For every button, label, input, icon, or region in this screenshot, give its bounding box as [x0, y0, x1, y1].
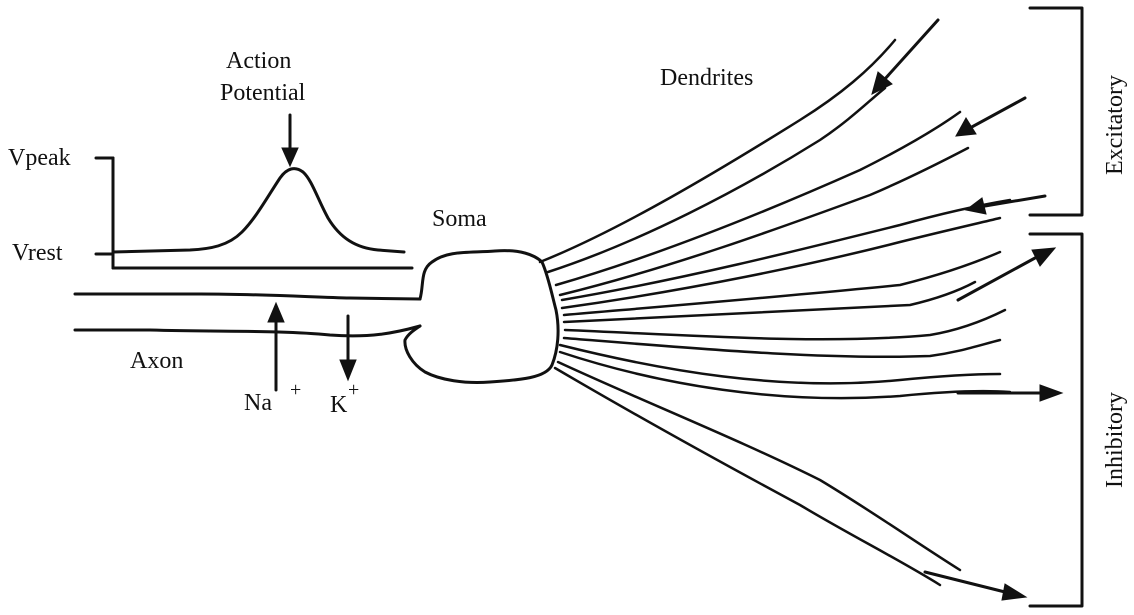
excitatory-arrow-2-shaft	[970, 98, 1025, 128]
sodium-ion-flow	[268, 303, 284, 390]
action-potential-label-line1: Action	[226, 48, 291, 74]
inhibitory-bracket-line	[1030, 234, 1082, 606]
vpeak-label: Vpeak	[8, 145, 71, 171]
excitatory-arrow-3-shaft	[985, 196, 1045, 206]
dendrite-6a	[560, 345, 1000, 383]
dendrites	[540, 40, 1010, 585]
action-potential-label-line2: Potential	[220, 80, 306, 106]
axon	[75, 294, 420, 336]
potassium-ion-flow	[340, 316, 356, 380]
na-label: Na	[244, 390, 272, 416]
inhibitory-arrow-1-head	[1032, 248, 1055, 266]
axon-lower-membrane	[75, 326, 420, 336]
k-arrowhead	[340, 360, 356, 380]
k-label: K	[330, 392, 348, 418]
k-superscript: +	[348, 379, 359, 401]
action-potential-arrowhead	[282, 148, 298, 166]
inhibitory-bracket	[1030, 234, 1082, 606]
inhibitory-label: Inhibitory	[1102, 392, 1128, 488]
action-potential-waveform	[113, 169, 404, 252]
excitatory-bracket	[1030, 8, 1082, 215]
axon-upper-membrane	[75, 294, 420, 299]
action-potential-graph	[96, 115, 412, 268]
dendrite-5a	[565, 310, 1005, 339]
axon-label: Axon	[130, 348, 183, 374]
dendrite-5b	[564, 338, 1000, 357]
vrest-label: Vrest	[12, 240, 63, 266]
excitatory-arrow-3-head	[966, 198, 986, 214]
dendrite-7b	[555, 368, 940, 585]
dendrites-label: Dendrites	[660, 65, 753, 91]
synaptic-arrows	[872, 20, 1062, 600]
excitatory-label: Excitatory	[1102, 75, 1128, 175]
na-arrowhead	[268, 303, 284, 322]
excitatory-arrow-1-shaft	[884, 20, 938, 80]
soma-body	[405, 251, 558, 383]
inhibitory-arrow-3-head	[1002, 584, 1026, 600]
na-superscript: +	[290, 379, 301, 401]
excitatory-bracket-line	[1030, 8, 1082, 215]
dendrite-3a	[562, 200, 1010, 300]
inhibitory-arrow-2-head	[1040, 385, 1062, 401]
soma-label: Soma	[432, 206, 487, 232]
